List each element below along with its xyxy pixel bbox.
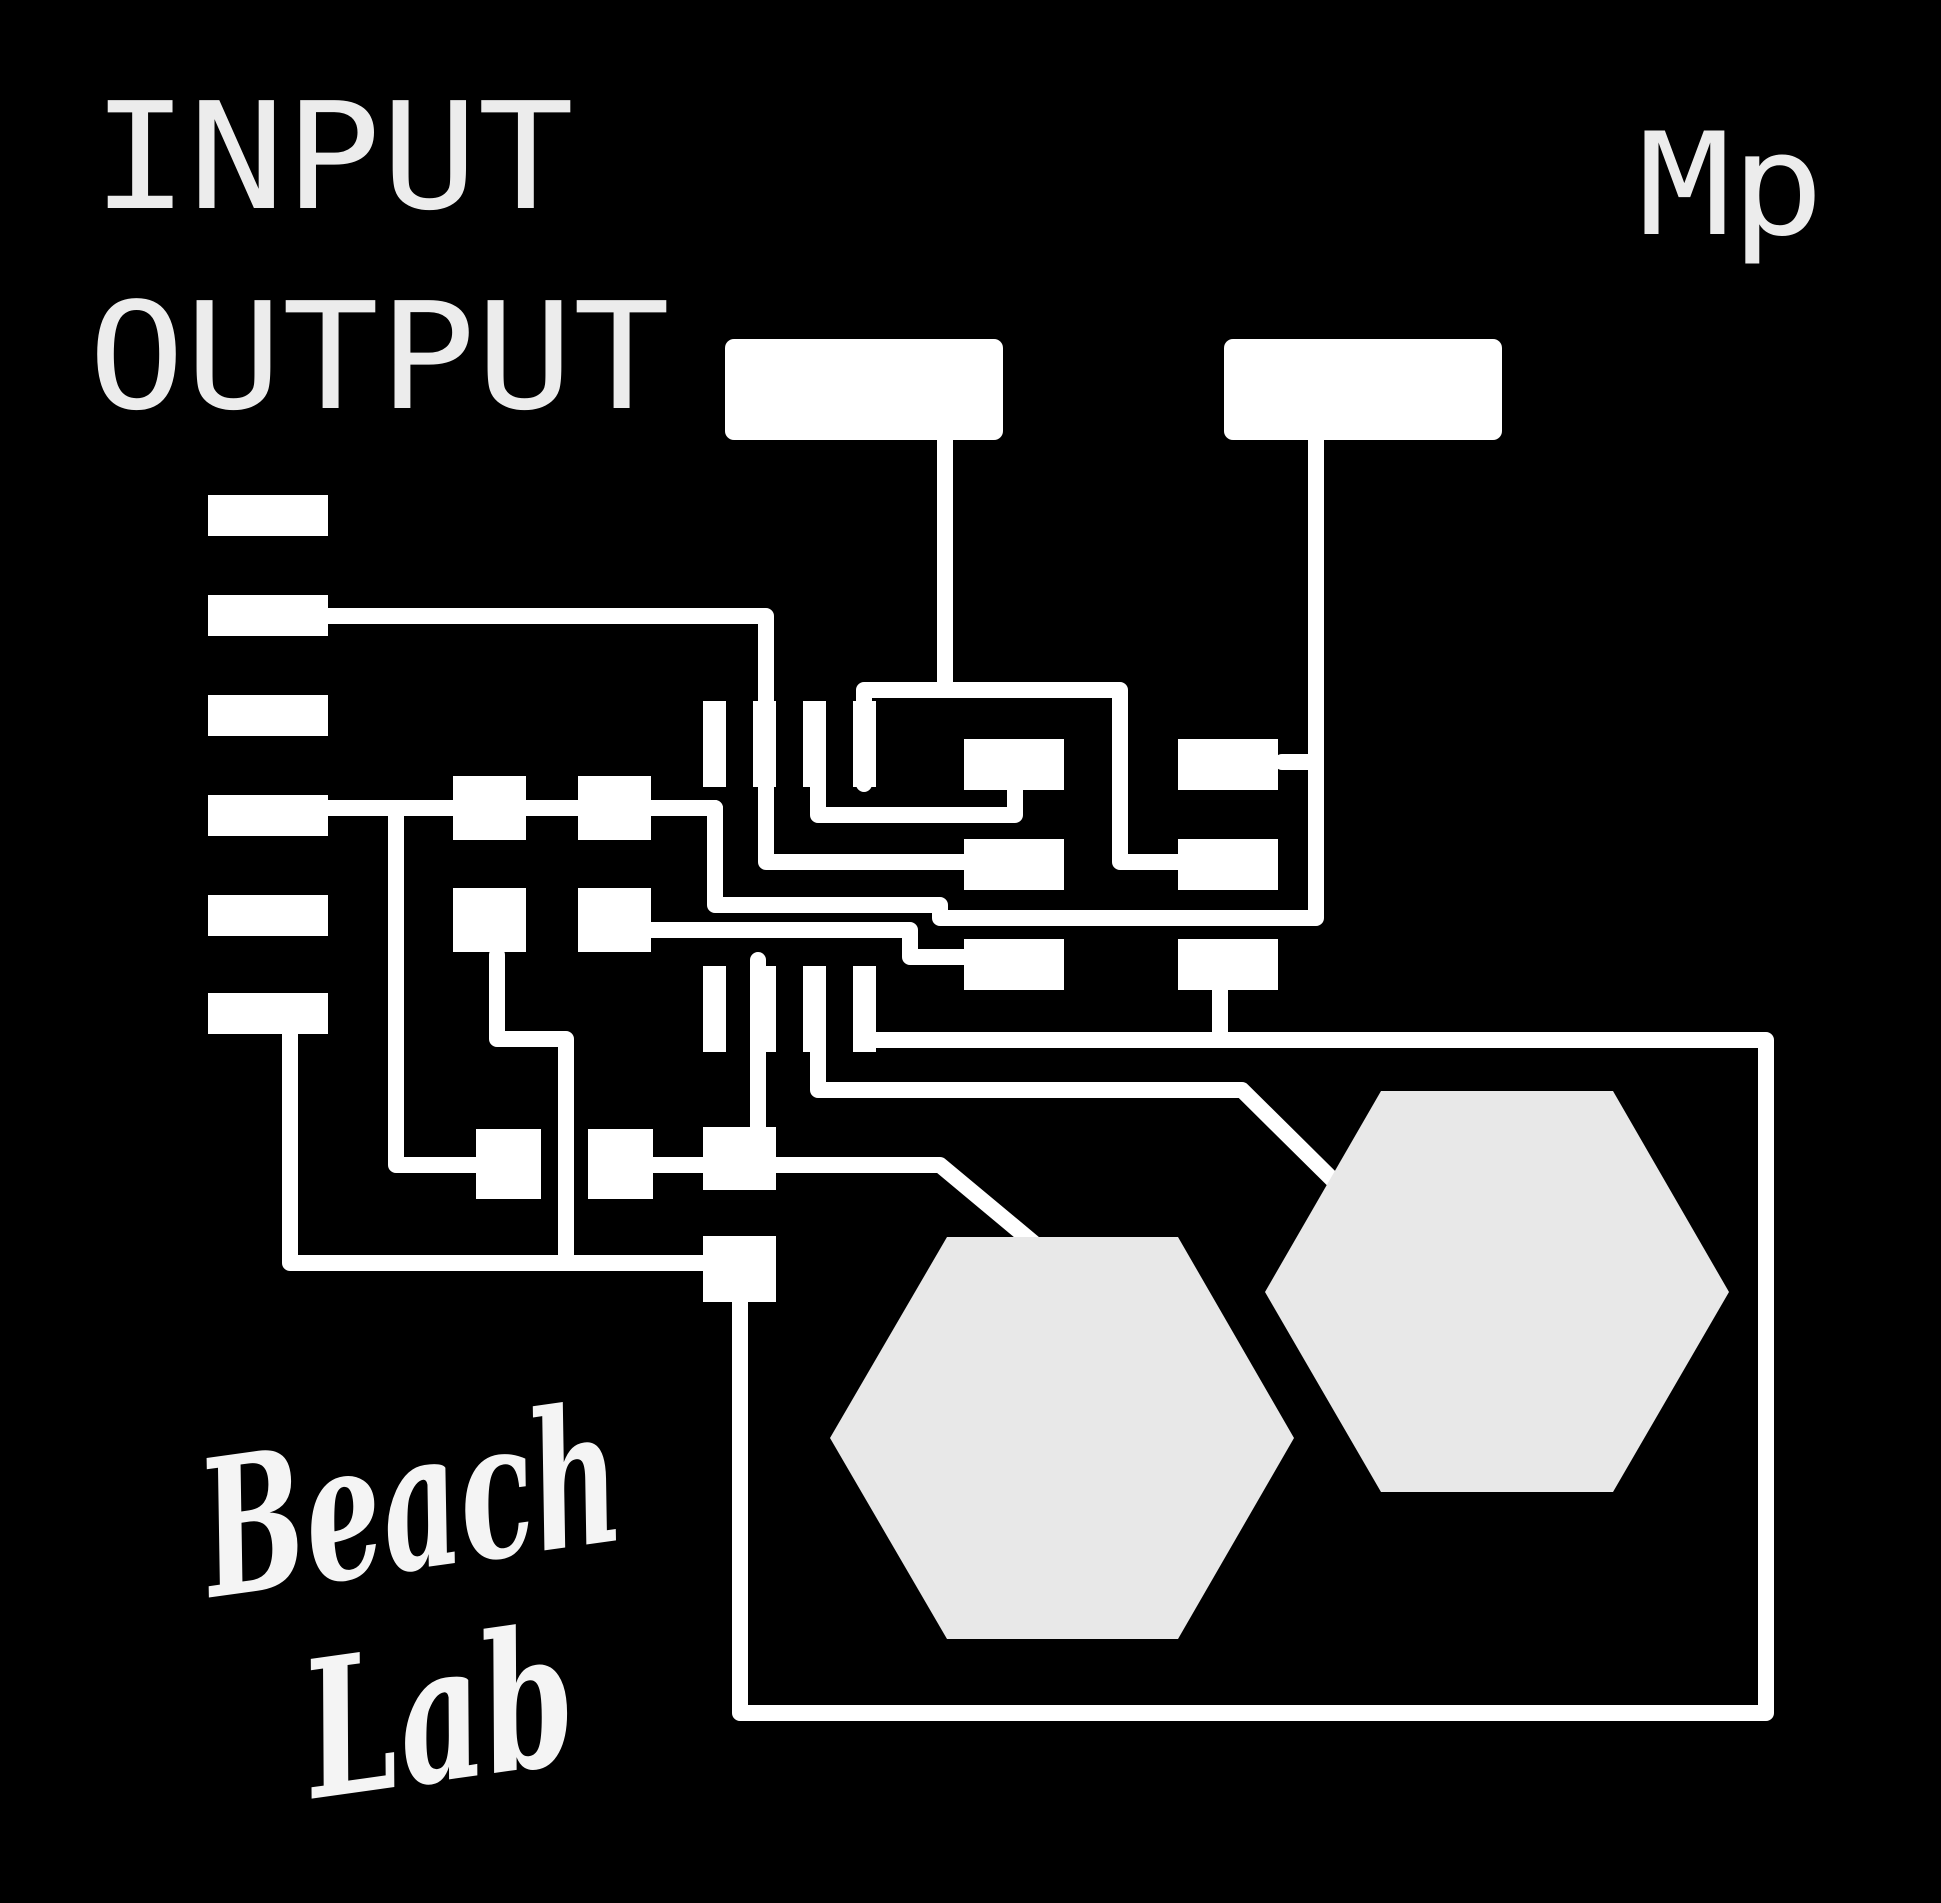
- cap-pad-b: [703, 1236, 776, 1302]
- ic-pin-2: [753, 701, 776, 787]
- header-pad-5: [208, 895, 328, 936]
- connectors: [725, 339, 1502, 440]
- pin-header: [208, 495, 328, 1034]
- trace-header6: [282, 1022, 748, 1271]
- label-output: OUTPUT: [88, 271, 670, 443]
- resistor2-pad-a: [453, 888, 526, 952]
- resistor1-pad-b: [578, 776, 651, 840]
- led2-pad-c: [1178, 939, 1278, 990]
- header-pad-3: [208, 695, 328, 736]
- ic-pin-3: [803, 701, 826, 787]
- trace-r4: [489, 947, 574, 1271]
- ic-pin-4: [853, 701, 876, 787]
- led2-pad-b: [1178, 839, 1278, 890]
- label-input: INPUT: [92, 71, 574, 243]
- logo-lab: Lab: [286, 1584, 588, 1843]
- traces: [282, 428, 1774, 1721]
- ic-pin-6: [753, 966, 776, 1052]
- ic-pads: [703, 701, 876, 1052]
- ic-pin-5: [703, 966, 726, 1052]
- resistor3-pad-b: [588, 1129, 653, 1199]
- ic-pin-1: [703, 701, 726, 787]
- smd-pads: [453, 739, 1278, 1302]
- hex-pads: [830, 1091, 1729, 1639]
- led1-pad-c: [964, 939, 1064, 990]
- trace-ic-b1: [612, 922, 978, 965]
- led2-pad-a: [1178, 739, 1278, 790]
- header-pad-2: [208, 595, 328, 636]
- led1-pad-b: [964, 839, 1064, 890]
- trace-mid-top: [937, 682, 1208, 870]
- ic-pin-7: [803, 966, 826, 1052]
- ic-pin-8: [853, 966, 876, 1052]
- trace-header4-down: [388, 800, 484, 1173]
- label-mp: Mp: [1638, 103, 1824, 268]
- resistor3-pad-a: [476, 1129, 541, 1199]
- led1-pad-a: [964, 739, 1064, 790]
- hex-pad-right: [1265, 1091, 1729, 1492]
- header-pad-1: [208, 495, 328, 536]
- connector-pad-2: [1224, 339, 1502, 440]
- trace-ic-pin3: [810, 772, 1023, 823]
- resistor1-pad-a: [453, 776, 526, 840]
- trace-ic-b4: [732, 1032, 1774, 1721]
- connector-pad-1: [725, 339, 1003, 440]
- trace-ic-b3: [810, 1042, 1353, 1200]
- cap-pad-a: [703, 1127, 776, 1190]
- header-pad-4: [208, 795, 328, 836]
- hex-pad-left: [830, 1237, 1294, 1639]
- header-pad-6: [208, 993, 328, 1034]
- resistor2-pad-b: [578, 888, 651, 952]
